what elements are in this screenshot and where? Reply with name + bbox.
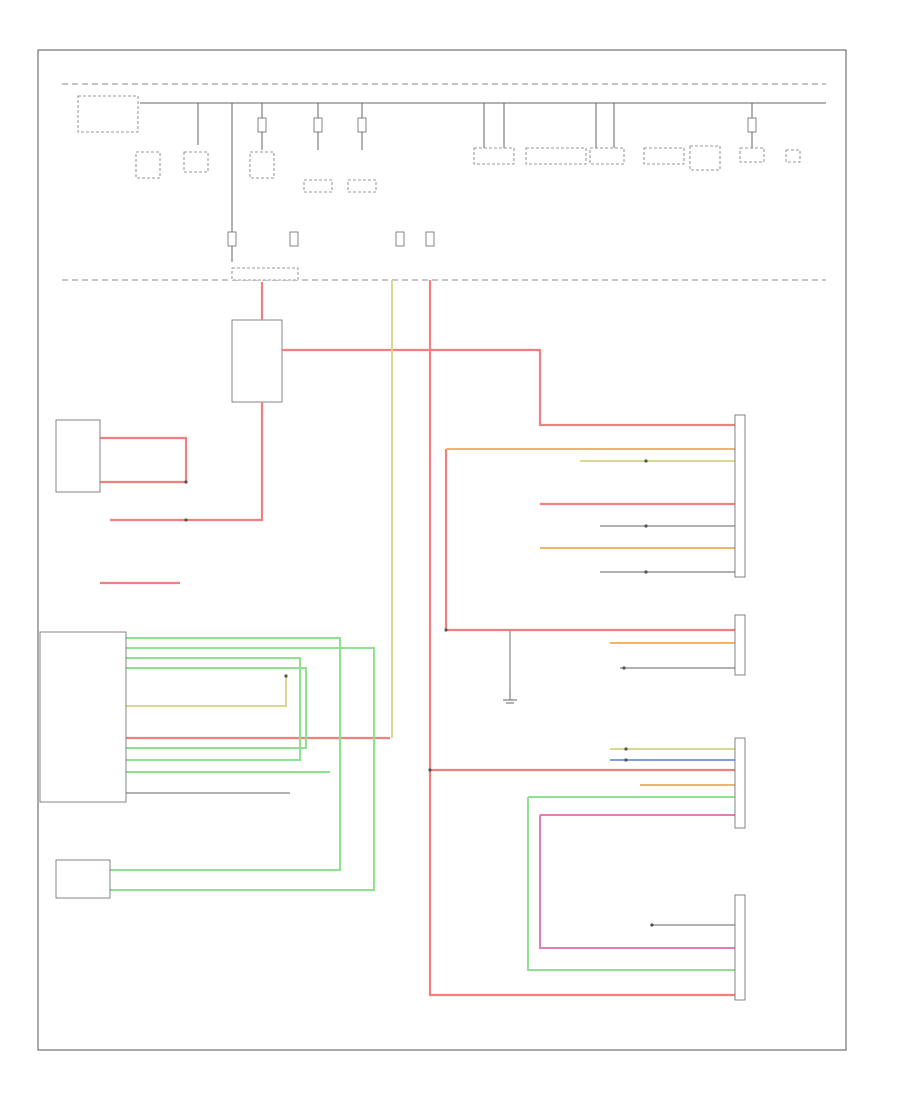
component-8 — [589, 147, 625, 165]
fuse-f8 — [425, 231, 435, 247]
component-6 — [473, 147, 515, 165]
ipcm-module — [231, 319, 283, 403]
yellow-wires — [126, 280, 735, 750]
splice-dots — [184, 459, 654, 927]
orange-wires — [446, 448, 735, 786]
right-module-4 — [734, 894, 746, 1001]
fuse-block-label — [77, 95, 139, 133]
green-wires — [110, 637, 735, 971]
component-1 — [135, 151, 161, 179]
fuse-f12 — [747, 117, 757, 133]
seat-module — [55, 859, 111, 899]
pink-wires — [539, 814, 735, 949]
left-connector-1 — [55, 419, 101, 493]
ground-symbol — [503, 690, 517, 704]
fuse-f6 — [289, 231, 299, 247]
fuse-f7 — [395, 231, 405, 247]
component-4 — [303, 179, 333, 193]
top-components — [135, 145, 801, 193]
component-12 — [785, 149, 801, 163]
right-modules — [734, 414, 746, 1001]
fuse-f4 — [313, 117, 323, 133]
fuse-f5 — [357, 117, 367, 133]
fuse-f3 — [257, 117, 267, 133]
fuse-f2 — [227, 231, 237, 247]
component-9 — [643, 147, 685, 165]
right-module-1 — [734, 414, 746, 578]
right-module-2 — [734, 614, 746, 676]
left-modules — [39, 419, 127, 899]
red-wires — [100, 280, 735, 997]
component-11 — [739, 147, 765, 163]
diagram-frame — [37, 49, 847, 1051]
component-10 — [689, 145, 721, 171]
gray-wires — [126, 525, 735, 926]
component-5 — [347, 179, 377, 193]
component-3 — [249, 151, 275, 179]
component-7 — [525, 147, 587, 165]
right-module-3 — [734, 737, 746, 829]
sccm-module — [39, 631, 127, 803]
bus-drops — [197, 103, 753, 262]
component-2 — [183, 151, 209, 173]
top-fuses — [227, 117, 757, 247]
ipcm-block — [231, 267, 299, 403]
